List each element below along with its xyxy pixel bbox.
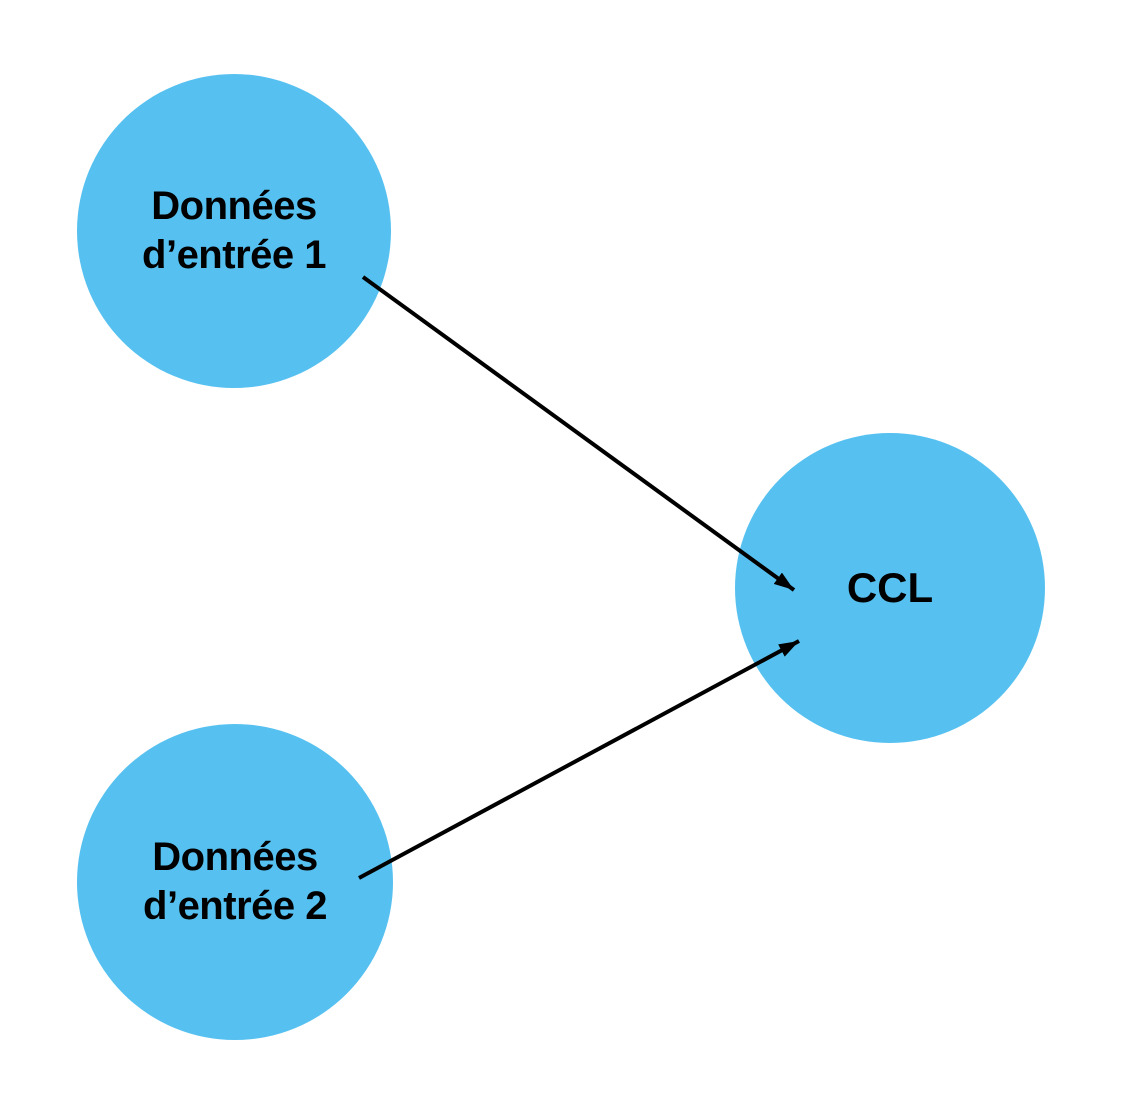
label-line-1: Données	[152, 835, 318, 880]
node-input-data-2: Données d’entrée 2	[77, 724, 393, 1040]
arrow-input1-to-conclusion	[361, 275, 796, 592]
label-line-1: CCL	[846, 564, 934, 612]
label-line-2: d’entrée 2	[143, 884, 327, 928]
node-conclusion: CCL	[735, 433, 1045, 743]
node-input-data-1: Données d’entrée 1	[77, 74, 391, 388]
label-line-1: Données	[151, 184, 317, 229]
arrow-input2-to-conclusion	[358, 639, 800, 880]
label-line-2: d’entrée 1	[142, 233, 326, 277]
node-input-data-2-label: Données d’entrée 2	[143, 833, 327, 931]
node-conclusion-label: CCL	[847, 562, 933, 613]
node-input-data-1-label: Données d’entrée 1	[142, 182, 326, 280]
